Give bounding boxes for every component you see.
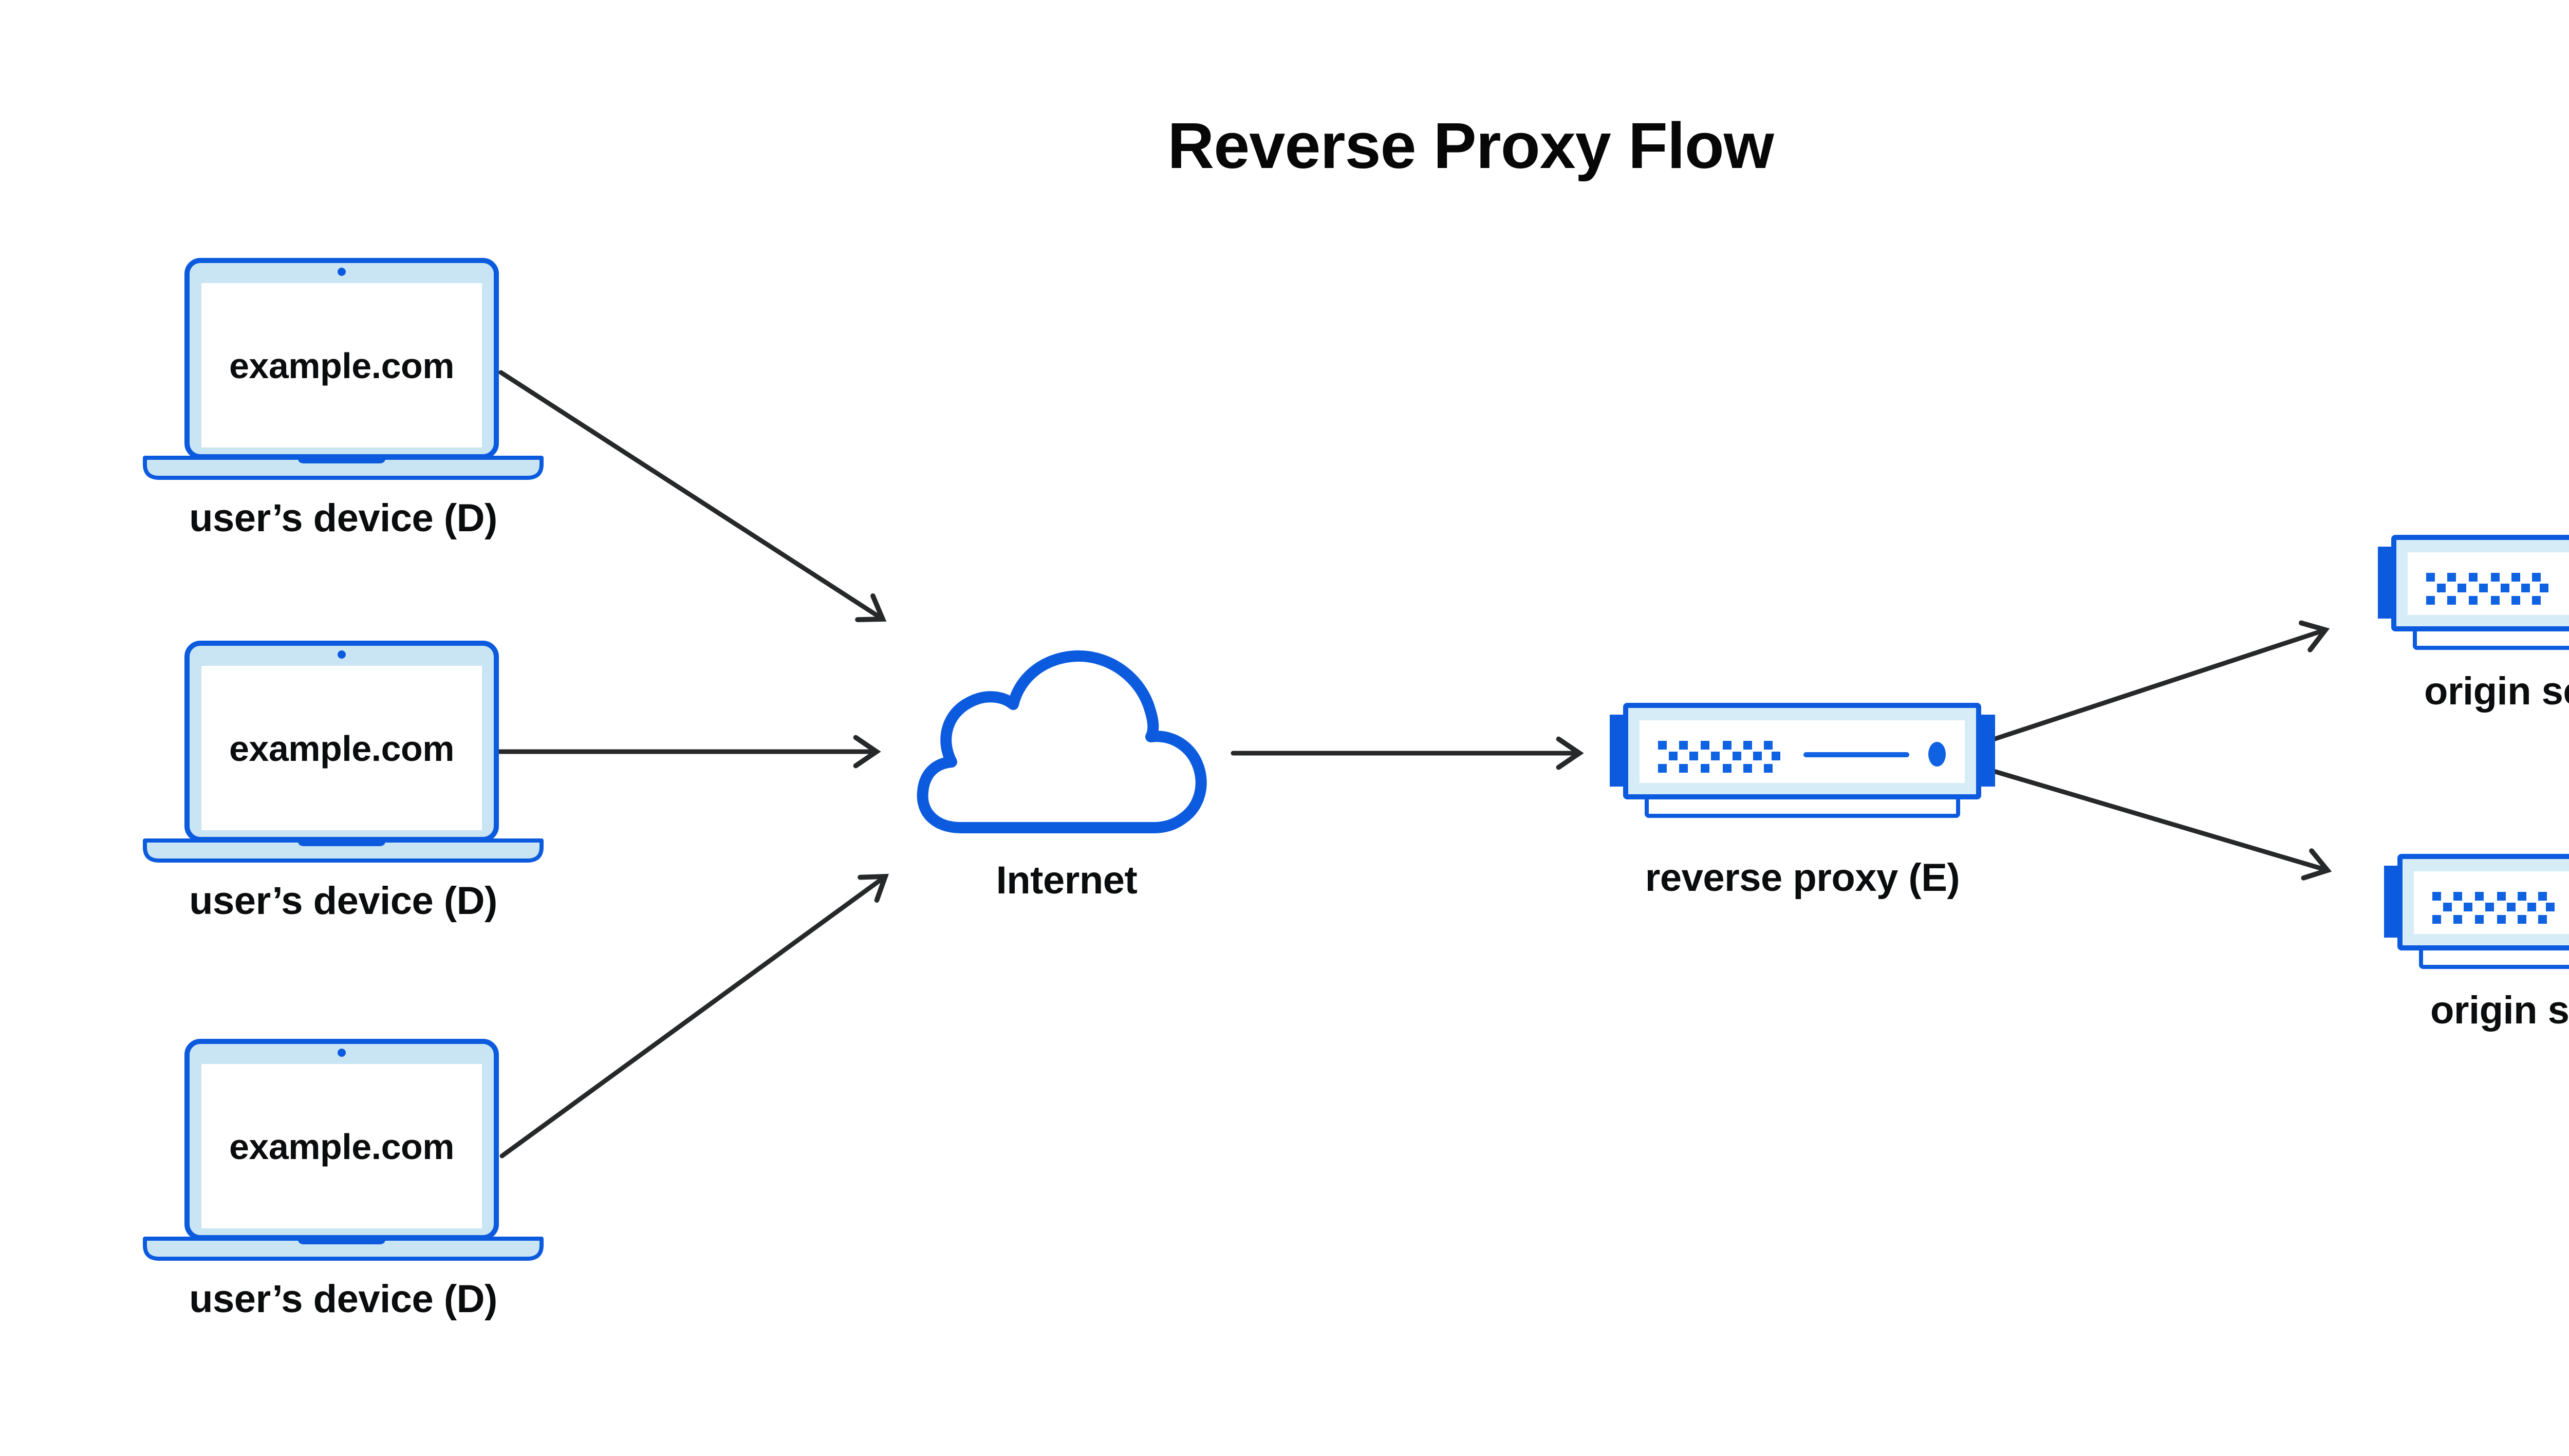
server-icon bbox=[2384, 854, 2569, 972]
internet-node: Internet bbox=[920, 653, 1202, 902]
device-screen-url: example.com bbox=[229, 729, 455, 769]
device-caption: user’s device (D) bbox=[189, 496, 497, 540]
cloud-icon bbox=[920, 653, 1202, 828]
diagram-title: Reverse Proxy Flow bbox=[1167, 109, 1774, 182]
user-device-node-1: example.com user’s device (D) bbox=[143, 258, 544, 540]
server-icon bbox=[1610, 703, 1995, 821]
origin-server-caption: origin server (F) bbox=[2430, 988, 2569, 1032]
internet-caption: Internet bbox=[996, 858, 1138, 902]
device-screen-url: example.com bbox=[229, 346, 455, 386]
reverse-proxy-caption: reverse proxy (E) bbox=[1645, 856, 1960, 900]
origin-server-node-1: origin server (F) bbox=[2378, 535, 2569, 713]
user-device-node-3: example.com user’s device (D) bbox=[143, 1039, 544, 1321]
device-caption: user’s device (D) bbox=[189, 879, 497, 923]
device-caption: user’s device (D) bbox=[189, 1277, 497, 1321]
reverse-proxy-node: reverse proxy (E) bbox=[1610, 703, 1995, 900]
device-screen-url: example.com bbox=[229, 1127, 455, 1167]
origin-server-caption: origin server (F) bbox=[2424, 669, 2569, 713]
server-icon bbox=[2378, 535, 2569, 653]
user-device-node-2: example.com user’s device (D) bbox=[143, 641, 544, 923]
origin-server-node-2: origin server (F) bbox=[2384, 854, 2569, 1032]
